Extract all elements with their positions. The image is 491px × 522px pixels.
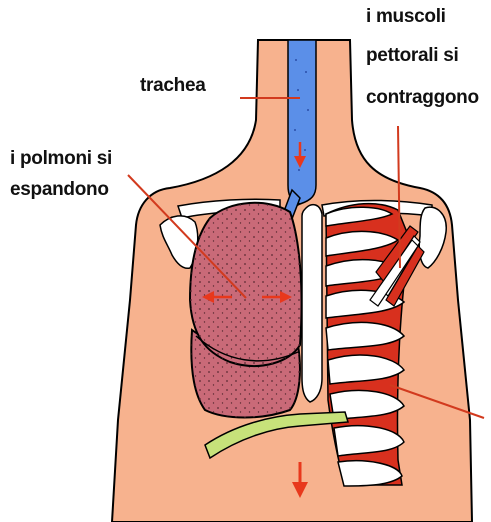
label-trachea: trachea bbox=[140, 74, 206, 97]
label-lungs-line1: i polmoni si bbox=[10, 147, 112, 170]
sternum bbox=[302, 205, 322, 402]
label-muscles-line3: contraggono bbox=[366, 86, 479, 109]
label-muscles-line1: i muscoli bbox=[366, 5, 446, 28]
label-muscles-line2: pettorali si bbox=[366, 44, 458, 67]
label-lungs-line2: espandono bbox=[10, 178, 109, 201]
trachea bbox=[288, 40, 316, 206]
